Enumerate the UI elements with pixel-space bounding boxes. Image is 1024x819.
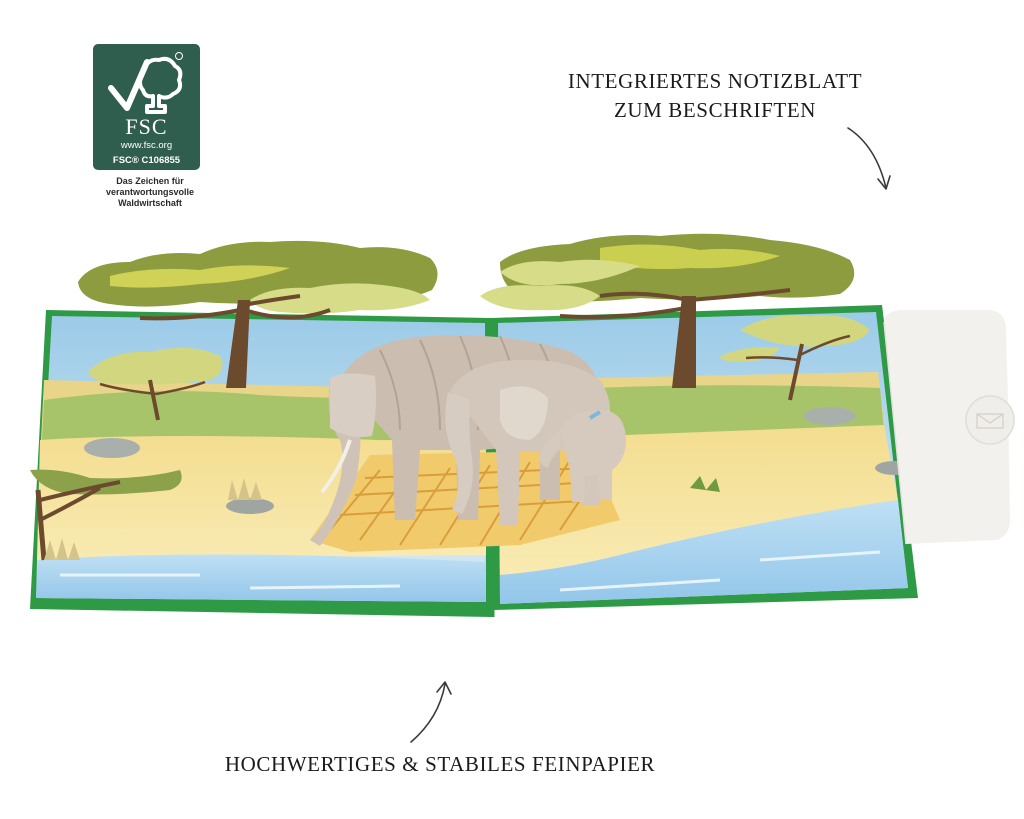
arrow-up-icon [410,681,452,743]
fsc-caption-line: Das Zeichen für [116,176,184,186]
fsc-url: www.fsc.org [120,140,173,151]
arrow-down-icon [847,127,891,190]
callout-line: ZUM BESCHRIFTEN [613,98,817,122]
fsc-caption: Das Zeichen für verantwortungsvolle Wald… [80,176,220,209]
callout-note-sheet: INTEGRIERTES NOTIZBLATT ZUM BESCHRIFTEN [555,67,875,125]
fsc-caption-line: Waldwirtschaft [118,198,182,208]
callout-line: INTEGRIERTES NOTIZBLATT [567,69,863,93]
callout-paper-quality: HOCHWERTIGES & STABILES FEINPAPIER [224,752,656,776]
fsc-license-code: FSC® C106855 [112,155,181,166]
fsc-tree-check-icon [108,52,183,114]
fsc-wordmark: FSC [125,114,168,139]
fsc-caption-line: verantwortungsvolle [105,187,195,197]
fsc-badge: FSC www.fsc.org FSC® C106855 [93,44,200,170]
